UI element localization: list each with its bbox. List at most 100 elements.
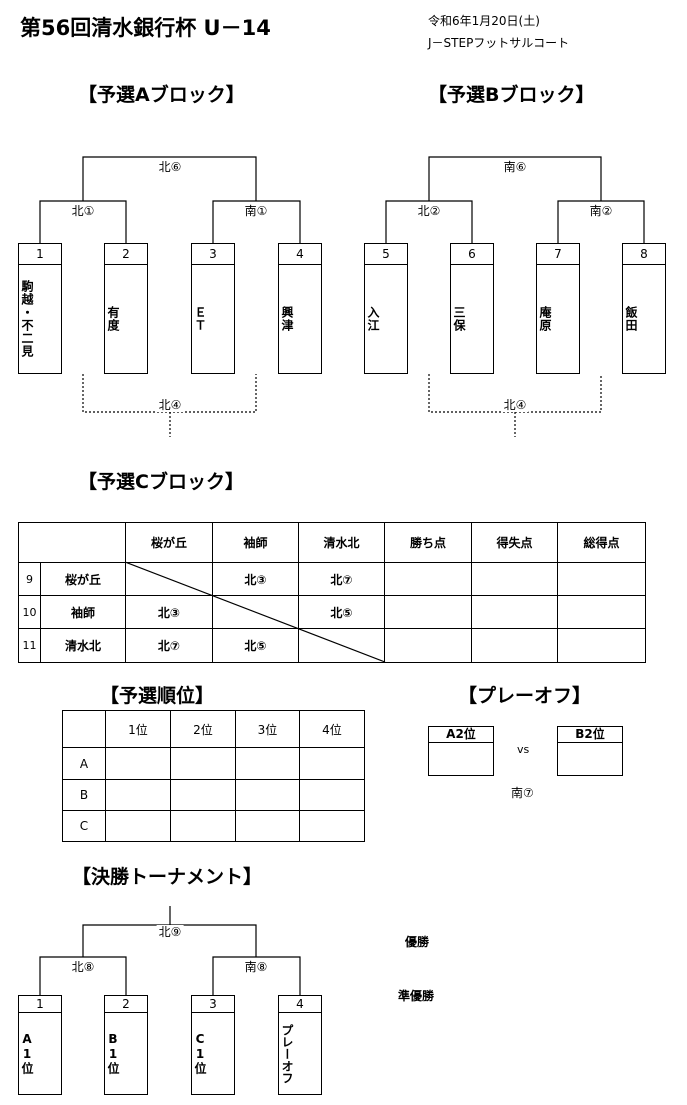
final-slot-2: 2 B1位 [104, 995, 148, 1095]
column-header: 2位 [170, 709, 236, 749]
column-header: 清水北 [298, 522, 385, 563]
team-number: 1 [19, 244, 61, 265]
goal-diff-cell [471, 628, 558, 663]
team-name: C1位 [193, 1032, 207, 1075]
column-header: 総得点 [557, 522, 646, 563]
team-card-6: 6 三保 [450, 243, 494, 374]
event-venue: J－STEPフットサルコート [428, 36, 570, 50]
team-name: 飯田 [624, 306, 638, 332]
playoff-slot-right: B2位 [557, 726, 623, 776]
final-slot-1: 1 A1位 [18, 995, 62, 1095]
block-a-left-match: 北① [69, 204, 97, 218]
playoff-slot-left: A2位 [428, 726, 494, 776]
playoff-match: 南⑦ [511, 786, 534, 800]
block-b-title: 【予選Bブロック】 [428, 84, 595, 106]
playoff-title: 【プレーオフ】 [458, 685, 592, 707]
team-number: 8 [623, 244, 665, 265]
team-number: 2 [105, 996, 147, 1013]
team-name: プレーオフ [280, 1023, 294, 1084]
ranking-title: 【予選順位】 [100, 685, 215, 707]
team-number: 6 [451, 244, 493, 265]
team-card-3: 3 ＥＴ [191, 243, 235, 374]
team-name: 入江 [366, 306, 380, 332]
table-row: B [62, 778, 365, 811]
team-number: 3 [192, 244, 234, 265]
team-name: B1位 [106, 1032, 120, 1075]
points-cell [384, 562, 472, 596]
final-match: 北⑨ [156, 925, 184, 939]
team-name: 清水北 [40, 628, 126, 663]
block-b-left-match: 北② [415, 204, 443, 218]
match-cell: 北⑤ [212, 628, 299, 663]
champion-label: 優勝 [405, 935, 430, 949]
team-card-8: 8 飯田 [622, 243, 666, 374]
team-number: 7 [537, 244, 579, 265]
match-cell: 北⑦ [125, 628, 213, 663]
column-header: 4位 [299, 709, 365, 749]
block-b-right-match: 南② [587, 204, 615, 218]
team-name: 袖師 [40, 595, 126, 629]
team-name: 三保 [452, 306, 466, 332]
block-b-consolation-match: 北④ [501, 398, 529, 412]
team-name: 庵原 [538, 306, 552, 332]
table-corner-cell [18, 522, 126, 563]
rank-cell [235, 778, 300, 811]
table-row: 9 桜が丘 北③ 北⑦ [18, 562, 646, 596]
playoff-vs: vs [517, 743, 530, 756]
block-b-consolation-bracket [428, 374, 602, 437]
block-a-final-bracket [82, 156, 257, 201]
block-a-title: 【予選Aブロック】 [78, 84, 245, 106]
block-label: C [62, 809, 106, 843]
team-number: 3 [192, 996, 234, 1013]
block-label: B [62, 778, 106, 811]
final-slot-4: 4 プレーオフ [278, 995, 322, 1095]
team-card-7: 7 庵原 [536, 243, 580, 374]
goals-cell [557, 628, 646, 663]
block-a-final-match: 北⑥ [156, 160, 184, 174]
table-header-row: 1位 2位 3位 4位 [62, 709, 365, 749]
team-card-2: 2 有度 [104, 243, 148, 374]
playoff-slot-label: B2位 [558, 727, 622, 743]
team-number: 4 [279, 996, 321, 1013]
rank-cell [105, 778, 171, 811]
rank-cell [170, 809, 236, 843]
page-title: 第56回清水銀行杯 U－14 [20, 16, 271, 40]
final-left-match: 北⑧ [69, 960, 97, 974]
rank-cell [299, 809, 365, 843]
team-name: 桜が丘 [40, 562, 126, 596]
team-name: ＥＴ [193, 306, 207, 332]
team-number: 2 [105, 244, 147, 265]
team-number: 4 [279, 244, 321, 265]
block-b-final-match: 南⑥ [501, 160, 529, 174]
rank-cell [235, 809, 300, 843]
rank-cell [235, 747, 300, 780]
team-name: 有度 [106, 306, 120, 332]
rank-cell [105, 809, 171, 843]
event-date: 令和6年1月20日(土) [428, 14, 540, 28]
rank-cell [299, 747, 365, 780]
block-c-title: 【予選Cブロック】 [78, 471, 244, 493]
block-a-right-match: 南① [242, 204, 270, 218]
goal-diff-cell [471, 595, 558, 629]
team-card-1: 1 駒越・不二見 [18, 243, 62, 374]
final-slot-3: 3 C1位 [191, 995, 235, 1095]
team-name: 駒越・不二見 [20, 280, 34, 358]
team-card-4: 4 興津 [278, 243, 322, 374]
final-right-match: 南⑧ [242, 960, 270, 974]
rank-cell [105, 747, 171, 780]
column-header: 1位 [105, 709, 171, 749]
rank-cell [170, 778, 236, 811]
team-name: A1位 [20, 1032, 34, 1075]
block-b-final-bracket [428, 156, 602, 201]
team-number: 5 [365, 244, 407, 265]
match-cell: 北③ [212, 562, 299, 596]
table-row: 10 袖師 北③ 北⑤ [18, 595, 646, 629]
playoff-slot-label: A2位 [429, 727, 493, 743]
final-title: 【決勝トーナメント】 [72, 866, 263, 888]
team-number: 1 [19, 996, 61, 1013]
team-number: 11 [18, 628, 41, 663]
rank-cell [299, 778, 365, 811]
team-card-5: 5 入江 [364, 243, 408, 374]
